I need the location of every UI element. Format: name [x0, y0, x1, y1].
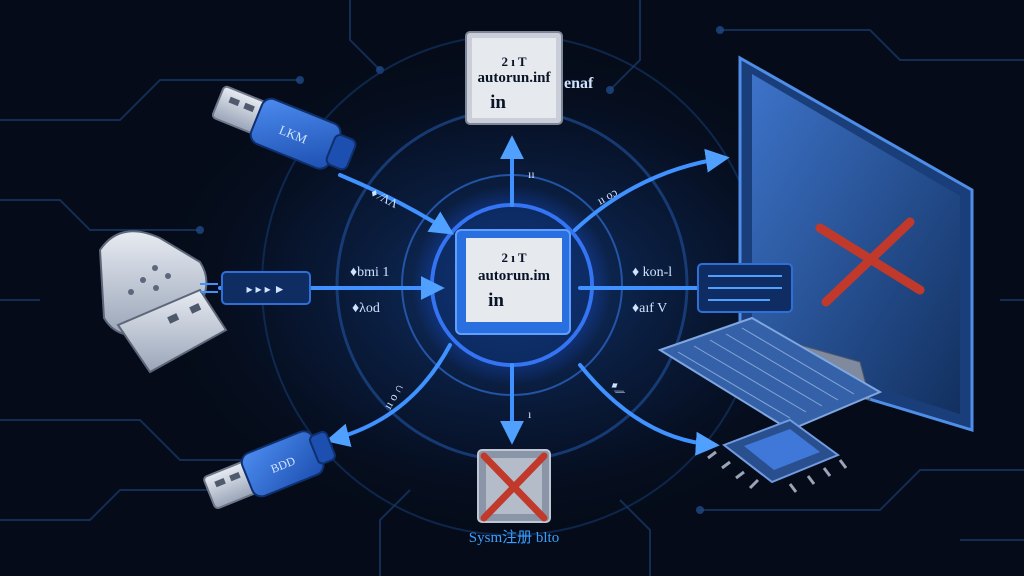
error-x-icon: [815, 217, 925, 307]
connectors: [218, 135, 730, 456]
top-file-line1: 2 ı T: [501, 54, 526, 69]
center-file-line3: in: [488, 290, 504, 311]
connector-lower-right: [578, 363, 720, 456]
left-device-tag: [221, 271, 311, 305]
top-file-side-text: enaf: [564, 75, 594, 92]
usb-drive-top: LKM: [211, 85, 357, 171]
cpu-chip: [707, 418, 848, 493]
usb-drive-bottom: BDD: [203, 430, 336, 509]
label-top-vertical: ıı: [528, 167, 535, 181]
blocked-x-icon: [480, 452, 548, 522]
top-file-line3: in: [490, 92, 506, 113]
registry-caption: Sysm注册 blto: [469, 529, 559, 546]
left-device-tag-text: ▸ ▸ ▸ ►: [247, 282, 286, 296]
label-left-above: ♦bmi 1: [350, 265, 389, 280]
usb-drive-silver: [98, 230, 228, 374]
label-left-below: ♦λod: [352, 301, 380, 316]
connector-upper-right: [573, 148, 730, 232]
connector-upper-left: [338, 173, 455, 235]
monitor: [738, 55, 974, 433]
connector-lower-left: [325, 343, 452, 447]
center-file-name: autorun.im: [478, 268, 551, 284]
keyboard: [657, 316, 883, 432]
center-file-node: 2 ı T autorun.im in: [455, 229, 571, 335]
label-right-below: ♦aıf V: [632, 301, 667, 316]
label-bottom-vertical: ı: [528, 407, 532, 421]
top-file-name: autorun.inf: [478, 70, 552, 86]
left-device-arrows: [200, 283, 218, 293]
center-file-line1: 2 ı T: [501, 250, 526, 265]
data-panel: [697, 263, 793, 313]
registry-node: [477, 449, 551, 523]
top-file-node: 2 ı T autorun.inf in: [465, 31, 563, 125]
label-right-above: ♦ kon-l: [632, 265, 672, 280]
